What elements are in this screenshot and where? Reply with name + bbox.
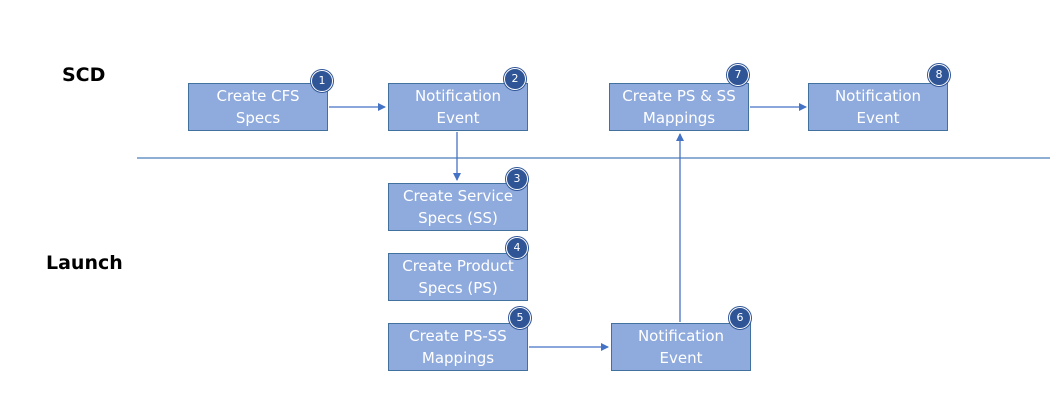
step-4-create-product-specs[interactable]: Create Product Specs (PS) (388, 253, 528, 301)
step-5-number-badge: 5 (509, 307, 531, 329)
lane-label-launch: Launch (46, 252, 123, 274)
lane-label-scd: SCD (62, 64, 106, 86)
step-6-number-badge: 6 (729, 307, 751, 329)
step-7-create-ps-ss-mappings[interactable]: Create PS & SS Mappings (609, 83, 749, 131)
step-3-create-service-specs[interactable]: Create Service Specs (SS) (388, 183, 528, 231)
step-8-number-badge: 8 (928, 64, 950, 86)
step-4-number-badge: 4 (506, 237, 528, 259)
step-3-label: Create Service Specs (SS) (402, 187, 514, 227)
step-1-create-cfs-specs[interactable]: Create CFS Specs (188, 83, 328, 131)
step-2-notification-event[interactable]: Notification Event (388, 83, 528, 131)
step-2-number-badge: 2 (504, 68, 526, 90)
step-5-create-ps-ss-mappings[interactable]: Create PS-SS Mappings (388, 323, 528, 371)
step-6-notification-event[interactable]: Notification Event (611, 323, 751, 371)
step-2-label: Notification Event (414, 87, 502, 127)
step-7-label: Create PS & SS Mappings (622, 87, 736, 127)
step-8-notification-event[interactable]: Notification Event (808, 83, 948, 131)
step-6-label: Notification Event (637, 327, 725, 367)
step-8-label: Notification Event (834, 87, 922, 127)
step-5-label: Create PS-SS Mappings (409, 327, 507, 367)
step-7-number-badge: 7 (727, 64, 749, 86)
step-1-label: Create CFS Specs (216, 87, 300, 127)
step-3-number-badge: 3 (506, 168, 528, 190)
step-1-number-badge: 1 (311, 70, 333, 92)
step-4-label: Create Product Specs (PS) (402, 257, 514, 297)
